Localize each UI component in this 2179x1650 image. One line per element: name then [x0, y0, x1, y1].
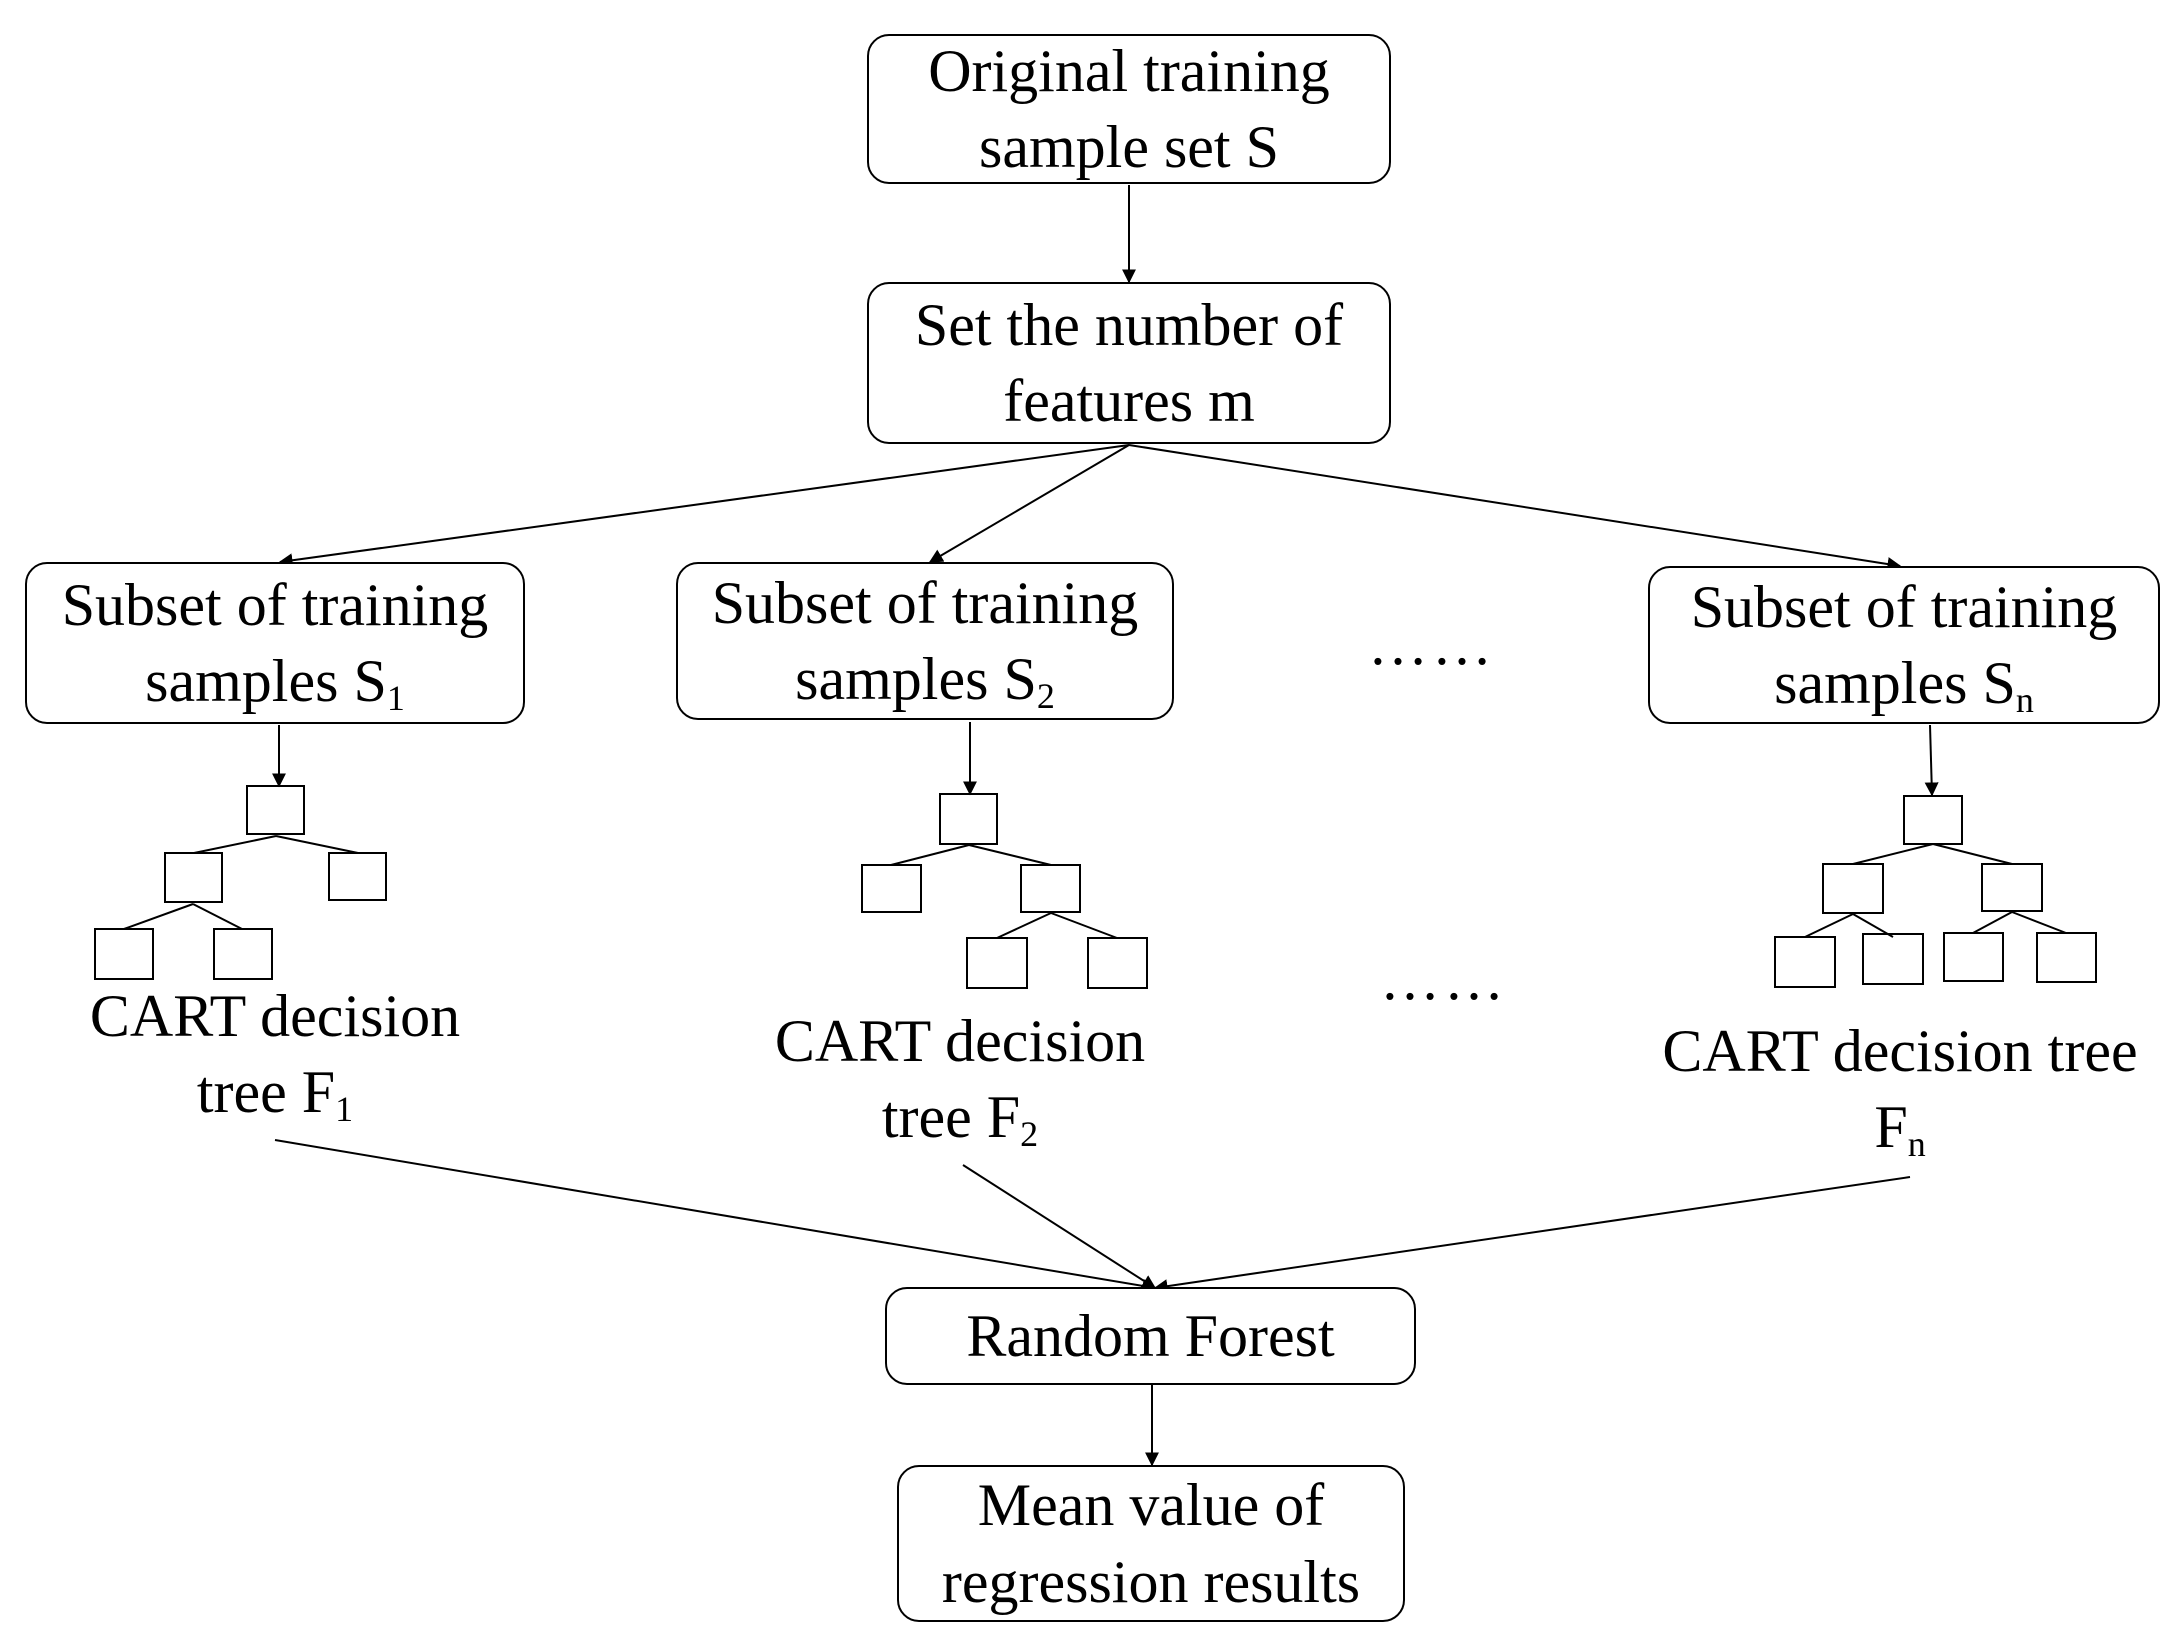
subset-1-line-2: samples S1: [145, 648, 405, 718]
original-training-set-box: Original training sample set S: [867, 34, 1391, 184]
ellipsis-top: ……: [1368, 611, 1496, 677]
arrow-tree1-to-forest: [274, 1139, 1157, 1293]
tree-1-line-1: CART decision: [89, 983, 461, 1049]
arrow-features-to-subsetn: [1128, 444, 1902, 571]
mean-value-box: Mean value of regression results: [897, 1465, 1405, 1622]
arrow-features-to-subset1: [278, 444, 1130, 568]
random-forest-box: Random Forest: [885, 1287, 1416, 1385]
subset-1-subscript: 1: [386, 678, 405, 718]
set-features-box: Set the number of features m: [867, 282, 1391, 444]
tree-1-label: CART decision tree F1: [60, 978, 490, 1130]
subset-n-subscript: n: [2015, 680, 2034, 720]
subset-n-line-1: Subset of training: [1690, 573, 2118, 640]
subset-2-line-2: samples S2: [795, 646, 1055, 716]
subset-1-box: Subset of training samples S1: [25, 562, 525, 724]
tree-2-label: CART decision tree F2: [745, 1003, 1175, 1155]
tree-2-line-2: tree F2: [881, 1084, 1039, 1155]
original-line-2: sample set S: [979, 114, 1279, 180]
original-line-1: Original training: [928, 37, 1330, 104]
subset-2-line-1: Subset of training: [711, 569, 1139, 636]
tree-n-line-1: CART decision tree: [1662, 1018, 2138, 1084]
tree-1-diagram: [94, 785, 387, 980]
tree-n-subscript: n: [1907, 1124, 1926, 1165]
random-forest-label: Random Forest: [966, 1302, 1335, 1369]
tree-n-diagram: [1774, 795, 2097, 988]
tree-n-line-2: Fn: [1874, 1094, 1926, 1165]
set-features-line-1: Set the number of: [914, 291, 1344, 358]
mean-line-1: Mean value of: [977, 1472, 1325, 1539]
subset-1-line-1: Subset of training: [61, 571, 489, 638]
set-features-line-2: features m: [1003, 368, 1255, 434]
subset-n-box: Subset of training samples Sn: [1648, 566, 2160, 724]
subset-n-line-2: samples Sn: [1774, 650, 2034, 720]
mean-line-2: regression results: [941, 1548, 1361, 1615]
tree-2-diagram: [861, 793, 1148, 989]
arrow-features-to-subset2: [928, 444, 1130, 563]
tree-1-subscript: 1: [335, 1089, 354, 1130]
tree-n-label: CART decision tree Fn: [1630, 1013, 2170, 1165]
arrow-subsetn-to-treen: [1924, 724, 1939, 797]
subset-2-subscript: 2: [1036, 676, 1055, 716]
tree-2-subscript: 2: [1020, 1114, 1039, 1155]
arrow-tree2-to-forest: [962, 1164, 1157, 1289]
tree-1-line-2: tree F1: [196, 1059, 354, 1130]
arrow-treen-to-forest: [1153, 1176, 1911, 1294]
subset-2-box: Subset of training samples S2: [676, 562, 1174, 720]
tree-2-line-1: CART decision: [774, 1008, 1146, 1074]
ellipsis-bottom: ……: [1380, 946, 1508, 1012]
